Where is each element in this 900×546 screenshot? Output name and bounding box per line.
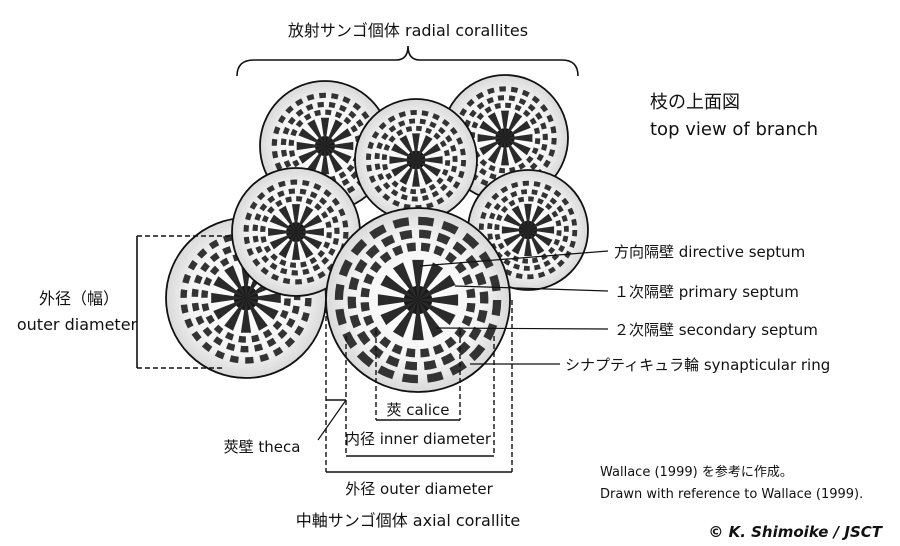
- outer-width-ja-label: 外径（幅）: [39, 289, 119, 308]
- outer-width-bracket: [137, 235, 232, 369]
- outer-width-en-label: outer diameter: [17, 315, 138, 334]
- axial-corallite-label: 中軸サンゴ個体 axial corallite: [296, 511, 521, 530]
- radial-brace: [236, 45, 579, 77]
- radial-corallite-left-synapticular-ring-1: [243, 179, 349, 285]
- leader-lines: [317, 250, 609, 441]
- radial-corallite-right-synapticular-ring-2: [487, 189, 569, 271]
- calice-label: 莢 calice: [386, 401, 449, 419]
- radial-corallite-far-left-synapticular-ring-3: [201, 253, 291, 343]
- reference-ja-text: Wallace (1999) を参考に作成。: [600, 464, 793, 480]
- secondary-septum-label: ２次隔壁 secondary septum: [614, 321, 818, 339]
- radial-corallite-center-top-septa: [389, 133, 443, 187]
- top-view-ja-label: 枝の上面図: [650, 92, 740, 113]
- radial-corallite-left-septa: [268, 204, 324, 260]
- outer-diameter-label: 外径 outer diameter: [345, 480, 493, 498]
- radial-corallite-right-synapticular-ring-3: [494, 196, 562, 264]
- radial-corallites-label: 放射サンゴ個体 radial corallites: [288, 21, 528, 40]
- primary-septum-label: １次隔壁 primary septum: [614, 283, 799, 301]
- theca-label: 莢壁 theca: [224, 438, 301, 456]
- top-view-en-label: top view of branch: [650, 119, 818, 140]
- radial-corallite-right-synapticular-ring-1: [478, 180, 578, 280]
- radial-corallite-left: [231, 167, 361, 297]
- radial-corallite-back-right-septa: [477, 110, 533, 166]
- radial-corallite-center-top-synapticular-ring-3: [381, 125, 451, 195]
- axial-dimension-bars: [326, 399, 512, 473]
- axial-corallite-synapticular-ring-3: [360, 242, 476, 358]
- axial-corallite-synapticular-ring-1: [334, 216, 502, 384]
- radial-corallite-left-synapticular-ring-3: [260, 196, 332, 268]
- radial-corallite-right-septa: [501, 203, 555, 257]
- inner-diameter-label: 内径 inner diameter: [345, 430, 492, 448]
- reference-en-text: Drawn with reference to Wallace (1999).: [600, 487, 863, 502]
- radial-corallite-left-synapticular-ring-2: [252, 188, 340, 276]
- radial-corallite-center-top: [354, 98, 478, 222]
- radial-corallite-back-left-septa: [296, 117, 354, 175]
- directive-septum-label: 方向隔壁 directive septum: [614, 243, 805, 261]
- axial-corallite-synapticular-ring-2: [347, 229, 489, 371]
- credit-text: © K. Shimoike / JSCT: [708, 523, 883, 541]
- radial-corallite-back-right-synapticular-ring-3: [469, 102, 541, 174]
- synapticular-ring-label: シナプティキュラ輪 synapticular ring: [565, 356, 830, 374]
- corallites-group: [165, 74, 589, 393]
